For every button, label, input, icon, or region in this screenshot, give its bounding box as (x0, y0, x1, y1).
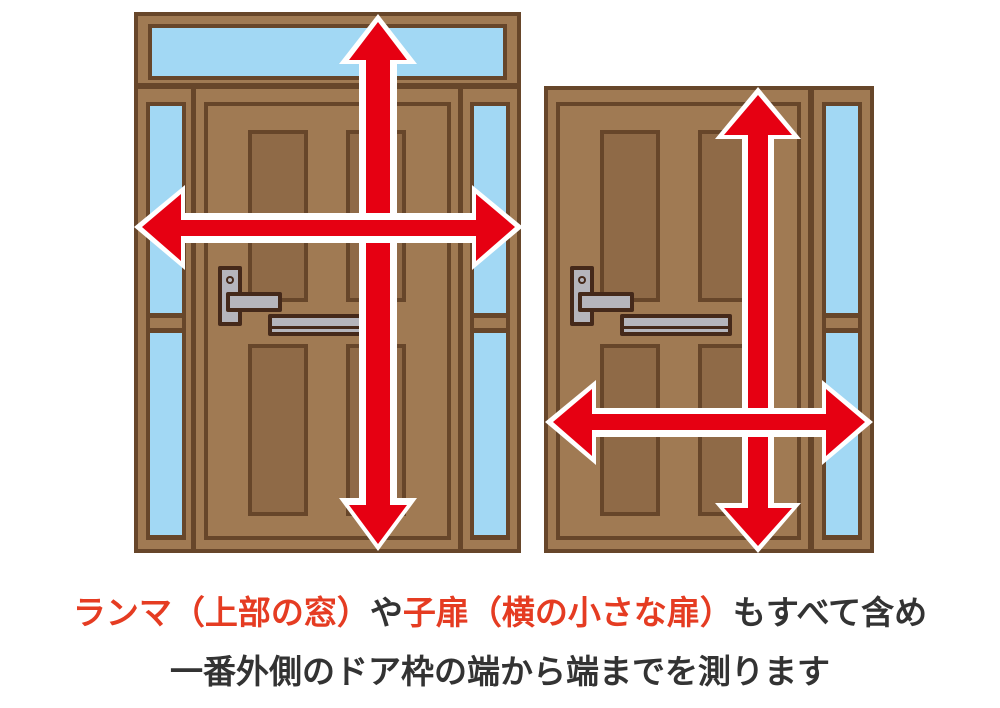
left-horizontal-measure-arrow (134, 185, 523, 270)
caption-side-door-phrase: 子扉（横の小さな扉） (402, 593, 733, 632)
caption-line-1: ランマ（上部の窓）や子扉（横の小さな扉）もすべて含め (0, 586, 1000, 634)
door-handle-icon (218, 266, 386, 336)
caption-include-all: もすべて含め (732, 593, 928, 632)
right-horizontal-measure-arrow (545, 380, 873, 465)
left-side-light (146, 102, 186, 540)
left-main-door (204, 102, 451, 540)
caption-transom-phrase: ランマ（上部の窓） (72, 593, 370, 632)
door-handle-icon (570, 266, 732, 336)
left-door-assembly (134, 12, 523, 553)
caption-line-2: 一番外側のドア枠の端から端までを測ります (170, 652, 830, 691)
caption-connector: や (369, 593, 403, 632)
right-door-assembly (544, 86, 874, 553)
side-door-window (822, 102, 862, 540)
transom-window (148, 24, 507, 80)
left-vertical-measure-arrow (339, 14, 417, 551)
right-vertical-measure-arrow (715, 87, 801, 553)
door-measurement-illustration (134, 12, 874, 553)
right-side-light (470, 102, 510, 540)
